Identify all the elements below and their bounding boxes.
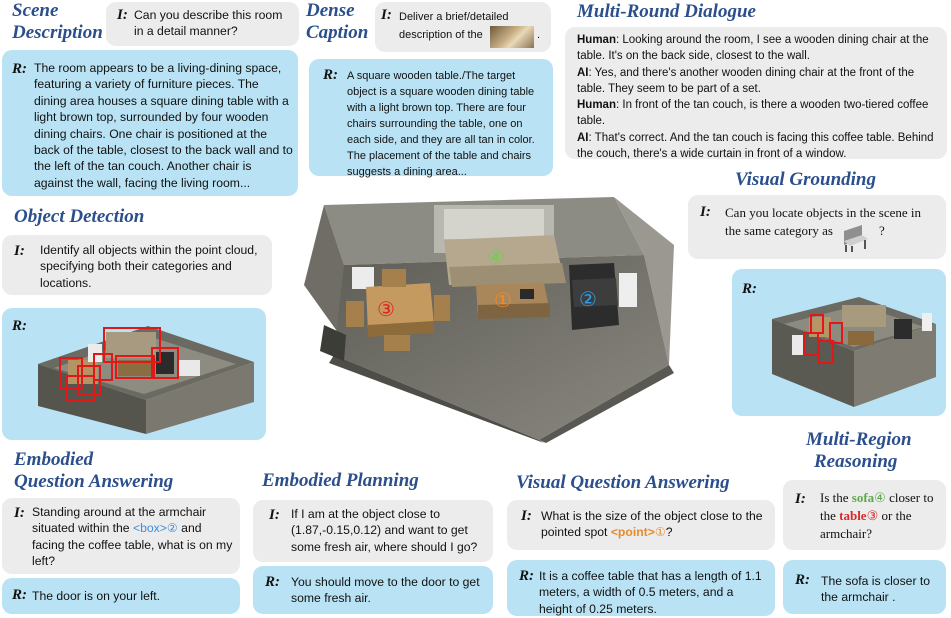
visual-qa-title: Visual Question Answering bbox=[516, 472, 730, 493]
instruction-text: Can you describe this room in a detail m… bbox=[134, 8, 283, 39]
response-label: R: bbox=[742, 281, 757, 297]
response-text: It is a coffee table that has a length o… bbox=[539, 569, 762, 616]
scene-description-instruction: I: Can you describe this room in a detai… bbox=[106, 2, 299, 46]
sofa-number: ④ bbox=[874, 490, 886, 505]
instruction-label: I: bbox=[381, 7, 392, 23]
instruction-line-2: description of the bbox=[399, 29, 483, 41]
visual-grounding-title: Visual Grounding bbox=[735, 169, 876, 190]
embodied-planning-title: Embodied Planning bbox=[262, 470, 419, 491]
response-label: R: bbox=[12, 61, 27, 77]
instruction-end: . bbox=[537, 29, 541, 41]
instruction-label: I: bbox=[14, 243, 25, 259]
multi-round-dialogue-box: Human: Looking around the room, I see a … bbox=[565, 27, 947, 162]
instruction-text: If I am at the object close to (1.87,-0.… bbox=[291, 507, 478, 554]
instruction-end: ? bbox=[879, 223, 885, 238]
dialogue-turns: Human: Looking around the room, I see a … bbox=[577, 32, 941, 162]
instruction-label: I: bbox=[14, 505, 25, 521]
scene-marker-3: ③ bbox=[377, 299, 395, 321]
instruction-label: I: bbox=[521, 508, 532, 524]
scene-description-response: R: The room appears to be a living-dinin… bbox=[2, 50, 298, 196]
region-number: ② bbox=[166, 521, 178, 536]
embodied-qa-instruction: I: Standing around at the armchair situa… bbox=[2, 498, 240, 574]
visual-grounding-response: R: bbox=[732, 269, 946, 416]
instruction-text: Standing around at the armchair situated… bbox=[32, 505, 233, 569]
response-label: R: bbox=[795, 572, 810, 588]
response-label: R: bbox=[12, 587, 27, 603]
embodied-qa-title: Embodied Question Answering bbox=[14, 449, 174, 492]
instruction-label: I: bbox=[795, 491, 806, 507]
dialogue-turn: Human: Looking around the room, I see a … bbox=[577, 34, 929, 63]
visual-qa-instruction: I: What is the size of the object close … bbox=[507, 500, 775, 550]
table-token: table bbox=[839, 508, 867, 523]
dense-caption-response: R: A square wooden table./The target obj… bbox=[309, 59, 553, 178]
point-number: ① bbox=[654, 525, 666, 540]
dialogue-turn: Human: In front of the tan couch, is the… bbox=[577, 99, 929, 128]
response-text: The door is on your left. bbox=[32, 589, 161, 603]
scene-marker-4: ④ bbox=[487, 247, 505, 269]
response-text: A square wooden table./The target object… bbox=[347, 70, 535, 178]
multi-region-title: Multi-Region Reasoning bbox=[806, 429, 912, 472]
visual-grounding-instruction: I: Can you locate objects in the scene i… bbox=[688, 195, 946, 259]
dialogue-turn: AI: Yes, and there's another wooden dini… bbox=[577, 66, 915, 95]
instruction-line-1: Can you locate objects in the scene in bbox=[725, 205, 922, 220]
embodied-planning-instruction: I: If I am at the object close to (1.87,… bbox=[253, 500, 493, 562]
response-label: R: bbox=[12, 318, 27, 334]
response-text: The room appears to be a living-dining s… bbox=[34, 61, 293, 190]
multi-region-instruction: I: Is the sofa④ closer to the table③ or … bbox=[783, 480, 946, 550]
dense-caption-title: Dense Caption bbox=[306, 0, 369, 43]
instruction-label: I: bbox=[700, 204, 711, 220]
scene-marker-2: ② bbox=[579, 289, 597, 311]
response-label: R: bbox=[323, 67, 338, 83]
detection-result-scene-image bbox=[38, 326, 254, 434]
grounding-result-scene-image bbox=[772, 297, 936, 407]
instruction-label: I: bbox=[269, 507, 280, 523]
point-token: <point> bbox=[610, 525, 655, 540]
dense-caption-instruction: I: Deliver a brief/detailed description … bbox=[375, 2, 551, 52]
box-token: <box> bbox=[132, 521, 167, 536]
table-number: ③ bbox=[866, 508, 879, 523]
scene-description-title: Scene Description bbox=[12, 0, 103, 43]
sofa-token: sofa bbox=[851, 490, 875, 505]
multi-round-dialogue-title: Multi-Round Dialogue bbox=[577, 1, 756, 22]
point-cloud-scene-image bbox=[304, 197, 674, 443]
instruction-text: Is the sofa④ closer to the table③ or the… bbox=[820, 490, 934, 541]
embodied-planning-response: R: You should move to the door to get so… bbox=[253, 566, 493, 614]
embodied-qa-response: R: The door is on your left. bbox=[2, 578, 240, 614]
object-detection-instruction: I: Identify all objects within the point… bbox=[2, 235, 272, 295]
instruction-line-1: Deliver a brief/detailed bbox=[399, 11, 509, 23]
instruction-text: Identify all objects within the point cl… bbox=[40, 243, 258, 290]
table-thumbnail-image bbox=[490, 26, 534, 48]
response-text: You should move to the door to get some … bbox=[291, 575, 480, 606]
visual-qa-response: R: It is a coffee table that has a lengt… bbox=[507, 560, 775, 616]
chair-thumbnail-icon bbox=[844, 225, 868, 252]
object-detection-response: R: bbox=[2, 308, 266, 440]
response-label: R: bbox=[265, 574, 280, 590]
instruction-line-2: the same category as bbox=[725, 223, 833, 238]
instruction-label: I: bbox=[117, 7, 128, 23]
instruction-text: What is the size of the object close to … bbox=[541, 509, 763, 540]
object-detection-title: Object Detection bbox=[14, 206, 145, 227]
scene-marker-1: ① bbox=[494, 290, 512, 312]
response-text: The sofa is closer to the armchair . bbox=[821, 574, 931, 605]
multi-region-response: R: The sofa is closer to the armchair . bbox=[783, 560, 946, 614]
dialogue-turn: AI: That's correct. And the tan couch is… bbox=[577, 131, 934, 161]
response-label: R: bbox=[519, 568, 534, 584]
